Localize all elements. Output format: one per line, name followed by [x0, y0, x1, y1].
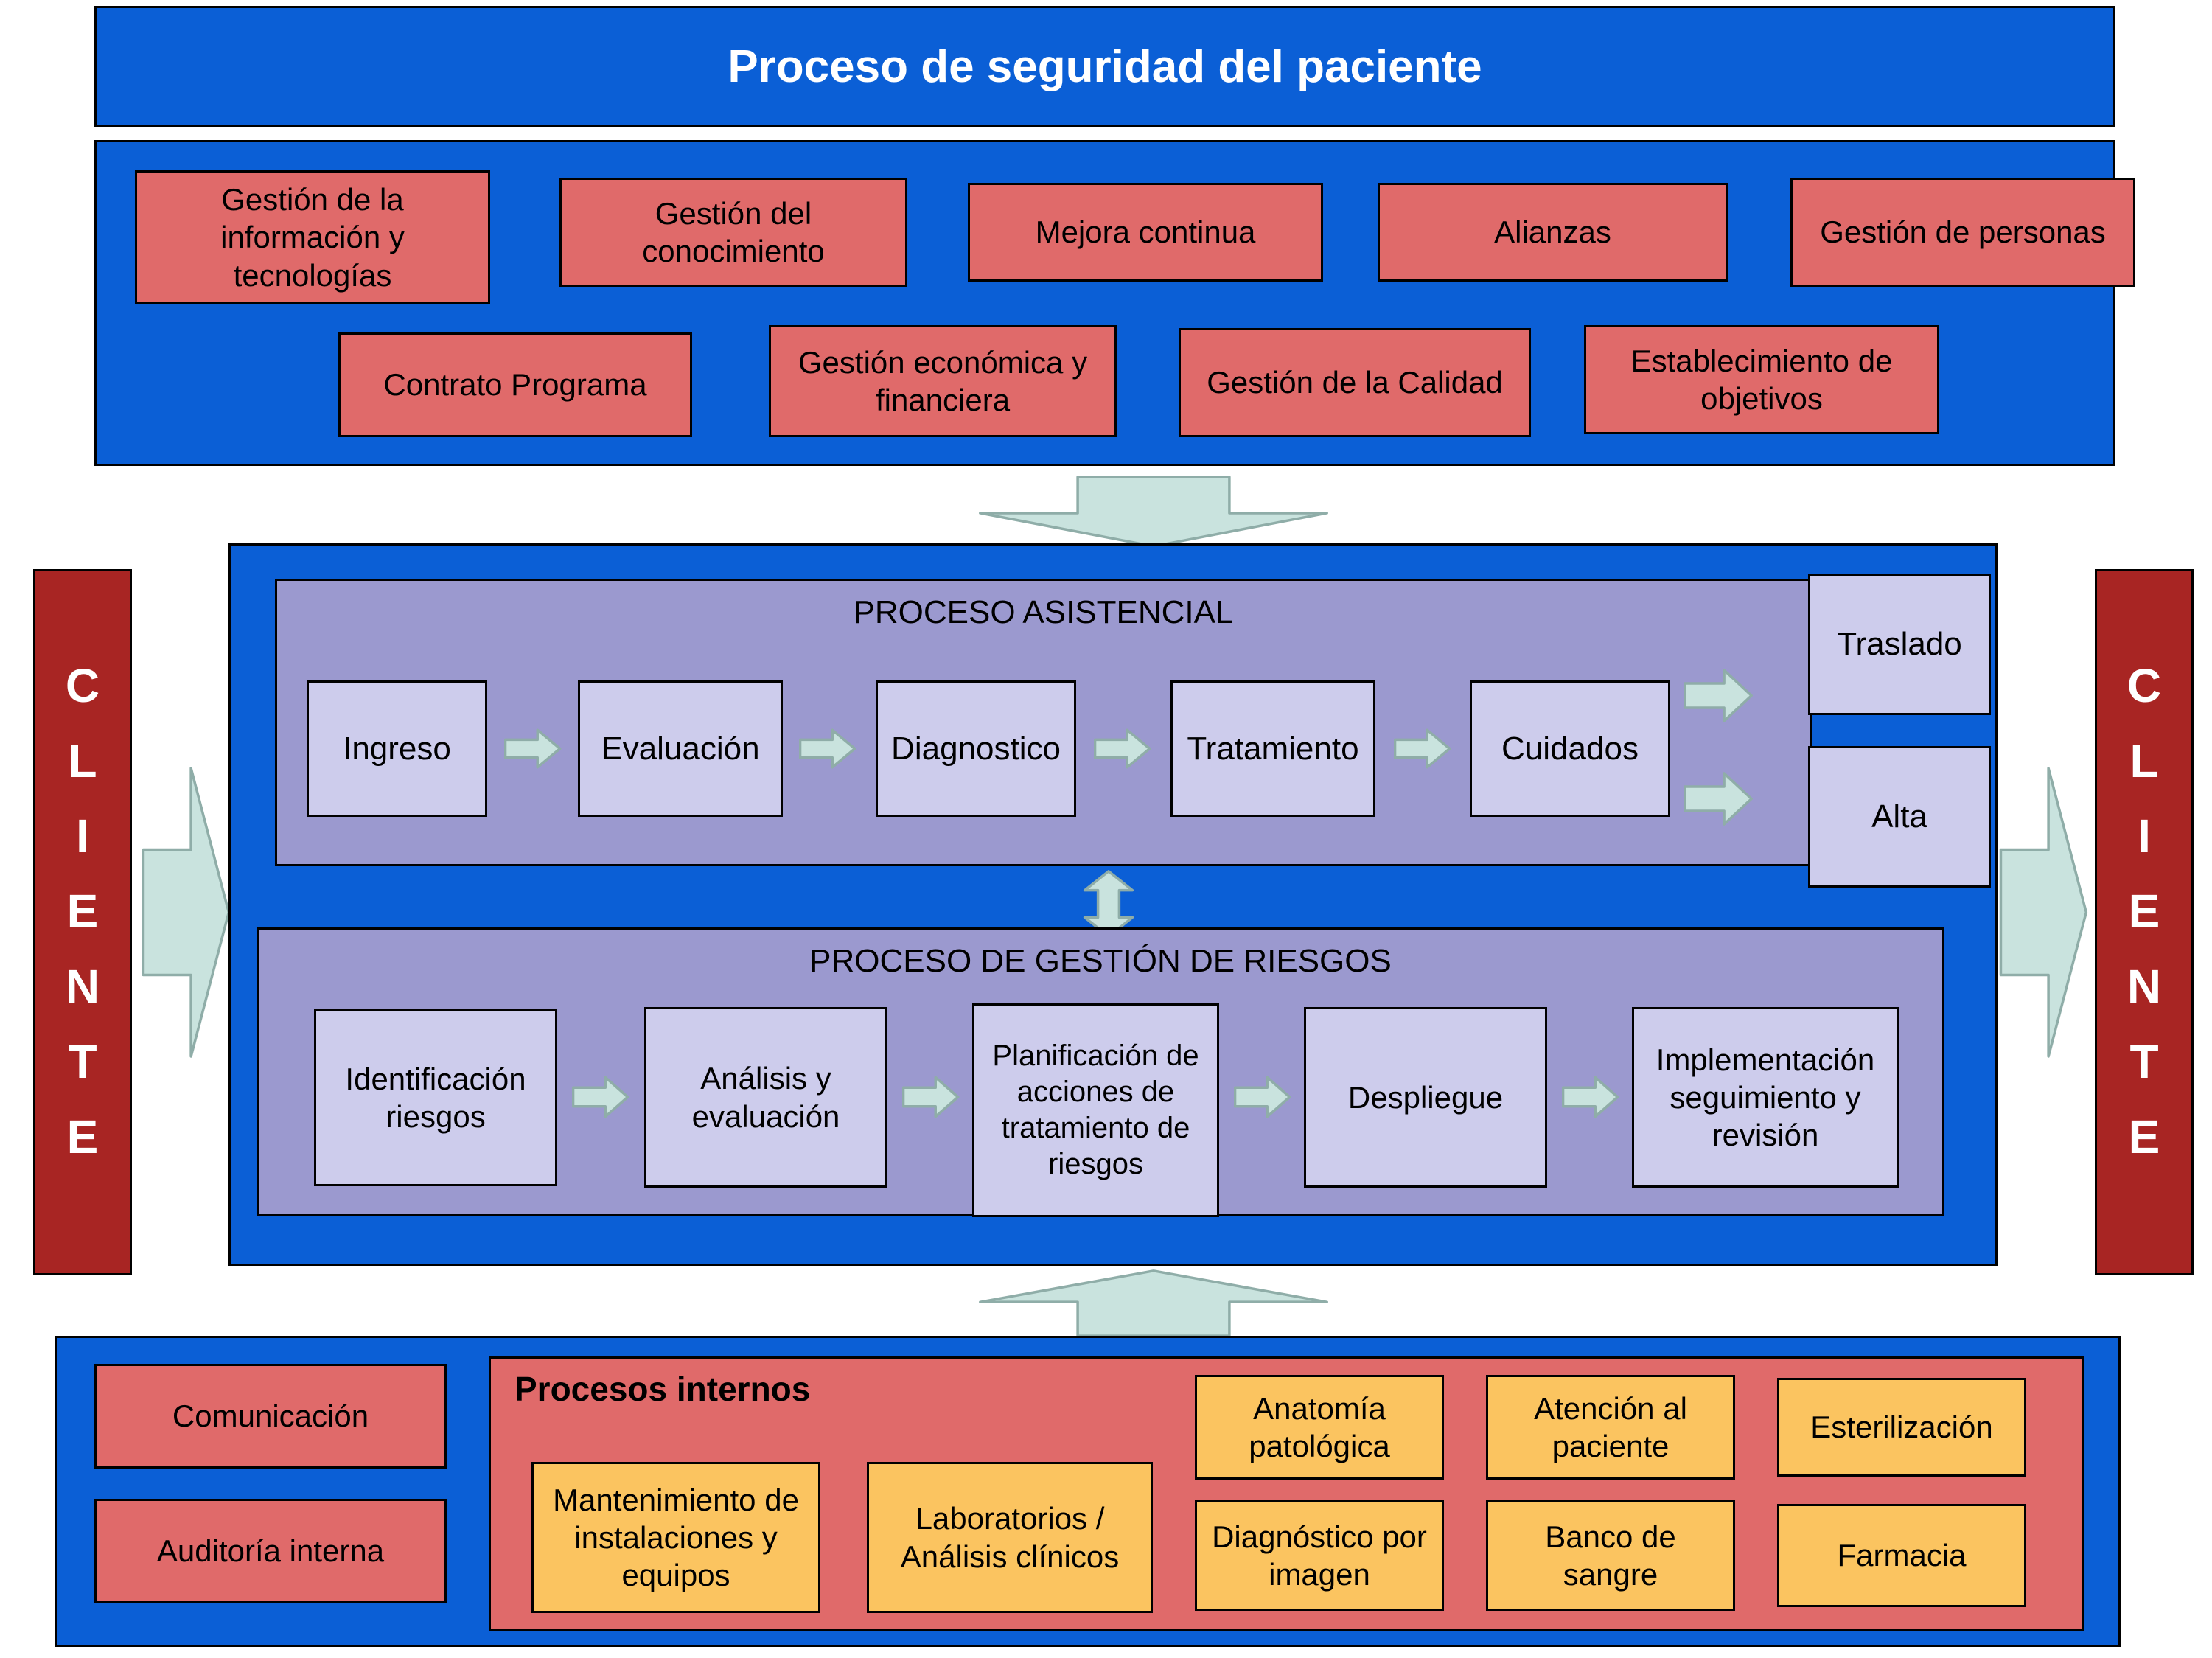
internal-box-banco-sangre: Banco de sangre	[1486, 1500, 1735, 1611]
client-outflow-arrow-icon	[1999, 756, 2089, 1069]
client-right-box: CLIENTE	[2095, 569, 2194, 1275]
strategic-box-gestion-economica: Gestión económica y financiera	[769, 325, 1117, 437]
client-left-box: CLIENTE	[33, 569, 132, 1275]
risk-process-title: PROCESO DE GESTIÓN DE RIESGOS	[809, 943, 1392, 979]
page-title: Proceso de seguridad del paciente	[728, 41, 1482, 92]
risk-process-panel: PROCESO DE GESTIÓN DE RIESGOS Identifica…	[257, 927, 1944, 1217]
care-step-evaluacion: Evaluación	[578, 680, 783, 817]
internal-box-esterilizacion: Esterilización	[1777, 1378, 2026, 1477]
risk-step-identificacion: Identificación riesgos	[314, 1009, 557, 1186]
risk-step-implementacion: Implementación seguimiento y revisión	[1632, 1007, 1899, 1188]
flow-arrow-down-icon	[973, 476, 1334, 548]
support-box-auditoria-interna: Auditoría interna	[94, 1499, 447, 1603]
internal-box-anatomia-patologica: Anatomía patológica	[1195, 1375, 1444, 1480]
internal-box-laboratorios: Laboratorios / Análisis clínicos	[867, 1462, 1153, 1613]
risk-step-despliegue: Despliegue	[1304, 1007, 1547, 1188]
internal-box-mantenimiento: Mantenimiento de instalaciones y equipos	[531, 1462, 820, 1613]
strategic-box-alianzas: Alianzas	[1378, 183, 1728, 282]
core-processes-container: PROCESO ASISTENCIAL Ingreso Evaluación D…	[228, 543, 1998, 1266]
strategic-box-mejora-continua: Mejora continua	[968, 183, 1323, 282]
internal-box-farmacia: Farmacia	[1777, 1504, 2026, 1607]
care-arrow-3-icon	[1094, 728, 1151, 769]
risk-step-analisis: Análisis y evaluación	[644, 1007, 887, 1188]
care-step-tratamiento: Tratamiento	[1170, 680, 1375, 817]
care-arrow-1-icon	[504, 728, 562, 769]
support-box-comunicacion: Comunicación	[94, 1364, 447, 1469]
internal-box-atencion-paciente: Atención al paciente	[1486, 1375, 1735, 1480]
strategic-box-gestion-personas: Gestión de personas	[1790, 178, 2135, 287]
strategic-box-establecimiento-objetivos: Establecimiento de objetivos	[1584, 325, 1939, 434]
risk-step-planificacion: Planificación de acciones de tratamiento…	[972, 1003, 1219, 1217]
care-step-ingreso: Ingreso	[307, 680, 487, 817]
care-outcome-traslado: Traslado	[1808, 574, 1991, 715]
care-arrow-alta-icon	[1684, 771, 1754, 826]
care-arrow-2-icon	[799, 728, 856, 769]
strategic-box-contrato-programa: Contrato Programa	[338, 332, 692, 437]
title-bar: Proceso de seguridad del paciente	[94, 6, 2115, 127]
care-process-title: PROCESO ASISTENCIAL	[853, 594, 1234, 630]
support-band: Comunicación Auditoría interna Procesos …	[55, 1336, 2121, 1647]
internal-processes-title: Procesos internos	[514, 1370, 811, 1408]
risk-arrow-4-icon	[1562, 1076, 1619, 1118]
care-process-panel: PROCESO ASISTENCIAL Ingreso Evaluación D…	[275, 579, 1812, 866]
risk-arrow-3-icon	[1234, 1076, 1291, 1118]
strategic-box-gestion-calidad: Gestión de la Calidad	[1179, 328, 1531, 437]
internal-box-diagnostico-imagen: Diagnóstico por imagen	[1195, 1500, 1444, 1611]
flow-arrow-up-icon	[973, 1269, 1334, 1337]
strategic-box-gestion-conocimiento: Gestión del conocimiento	[559, 178, 907, 287]
client-inflow-arrow-icon	[142, 756, 231, 1069]
care-arrow-4-icon	[1394, 728, 1451, 769]
strategic-band: Gestión de la información y tecnologías …	[94, 140, 2135, 466]
care-outcome-alta: Alta	[1808, 746, 1991, 888]
strategic-box-gestion-informacion: Gestión de la información y tecnologías	[135, 170, 490, 304]
internal-processes-panel: Procesos internos Mantenimiento de insta…	[489, 1356, 2084, 1631]
care-step-cuidados: Cuidados	[1470, 680, 1670, 817]
risk-arrow-2-icon	[902, 1076, 960, 1118]
care-arrow-traslado-icon	[1684, 668, 1754, 723]
risk-arrow-1-icon	[572, 1076, 629, 1118]
care-step-diagnostico: Diagnostico	[876, 680, 1076, 817]
client-right-label: CLIENTE	[2118, 659, 2171, 1185]
client-left-label: CLIENTE	[56, 659, 109, 1185]
